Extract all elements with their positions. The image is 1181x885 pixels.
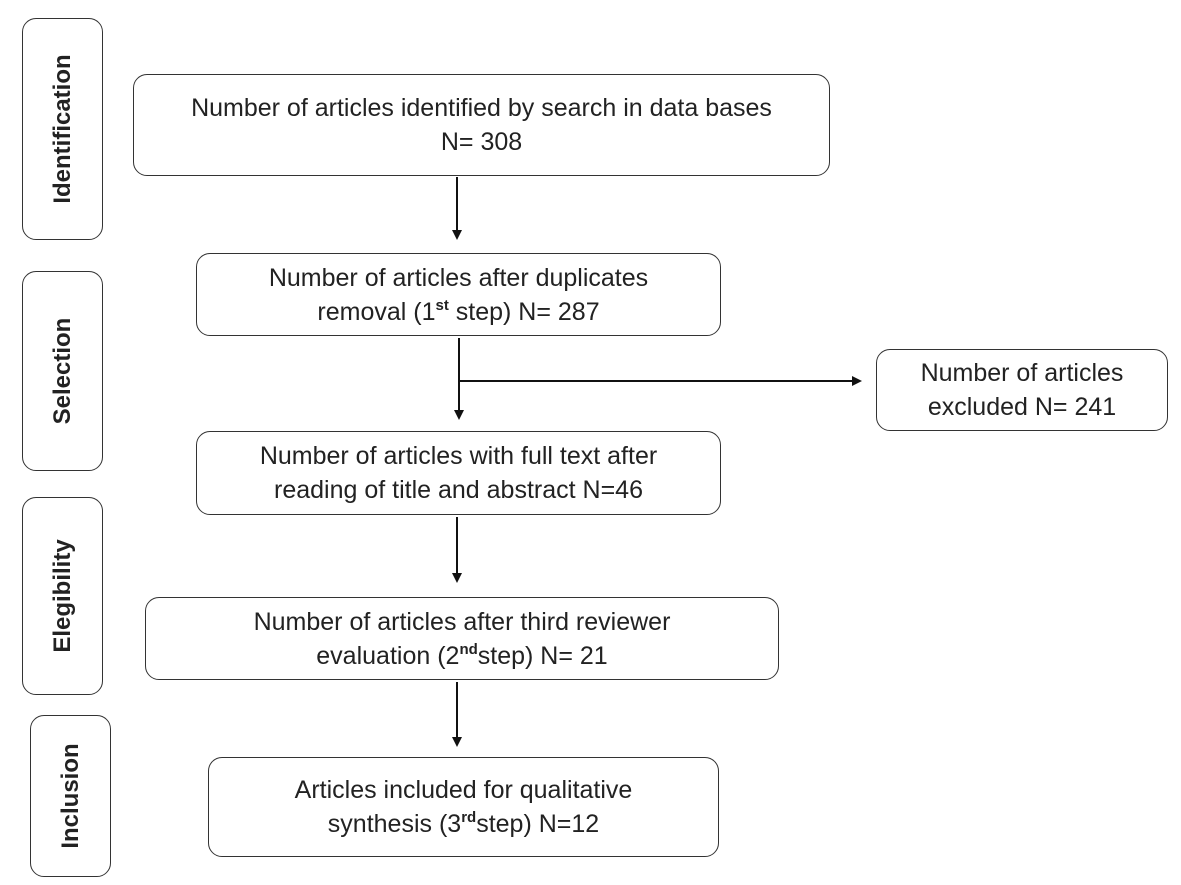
box-included-line2-pre: synthesis (3 xyxy=(327,810,462,838)
box-full-text-line2: reading of title and abstract N=46 xyxy=(274,476,643,504)
stage-identification: Identification xyxy=(22,18,103,240)
box-included-line2-sup: rd xyxy=(461,809,477,826)
box-after-duplicates-line2-sup: st xyxy=(435,296,449,314)
box-third-reviewer-line2-sup: nd xyxy=(459,640,478,658)
box-after-duplicates-line2: removal (1st step) N= 287 xyxy=(317,295,599,329)
box-identified-line2: N= 308 xyxy=(440,128,523,156)
box-included-line2-post: step) N=12 xyxy=(476,810,600,838)
box-included: Articles included for qualitative synthe… xyxy=(208,757,719,857)
box-after-duplicates-line2-pre: removal (1 xyxy=(317,297,436,326)
box-included-line1: Articles included for qualitative xyxy=(294,776,633,804)
box-full-text-line1: Number of articles with full text after xyxy=(259,442,658,470)
stage-eligibility: Elegibility xyxy=(22,497,103,695)
box-after-duplicates-line1: Number of articles after duplicates xyxy=(268,263,649,292)
box-identified-line1: Number of articles identified by search … xyxy=(191,94,772,122)
box-excluded-line2: excluded N= 241 xyxy=(927,393,1117,421)
box-excluded-line1: Number of articles xyxy=(920,359,1124,387)
stage-inclusion: Inclusion xyxy=(30,715,111,877)
box-excluded: Number of articles excluded N= 241 xyxy=(876,349,1168,431)
box-third-reviewer: Number of articles after third reviewer … xyxy=(145,597,779,680)
box-identified: Number of articles identified by search … xyxy=(133,74,830,176)
box-third-reviewer-line2-pre: evaluation (2 xyxy=(316,641,460,670)
box-third-reviewer-line2-post: step) N= 21 xyxy=(477,641,608,670)
box-third-reviewer-line1: Number of articles after third reviewer xyxy=(253,607,671,636)
box-full-text: Number of articles with full text after … xyxy=(196,431,721,515)
box-third-reviewer-line2: evaluation (2ndstep) N= 21 xyxy=(316,639,607,673)
stage-selection: Selection xyxy=(22,271,103,471)
box-after-duplicates-line2-post: step) N= 287 xyxy=(448,297,600,326)
box-included-line2: synthesis (3rdstep) N=12 xyxy=(328,807,599,841)
box-after-duplicates: Number of articles after duplicates remo… xyxy=(196,253,721,336)
